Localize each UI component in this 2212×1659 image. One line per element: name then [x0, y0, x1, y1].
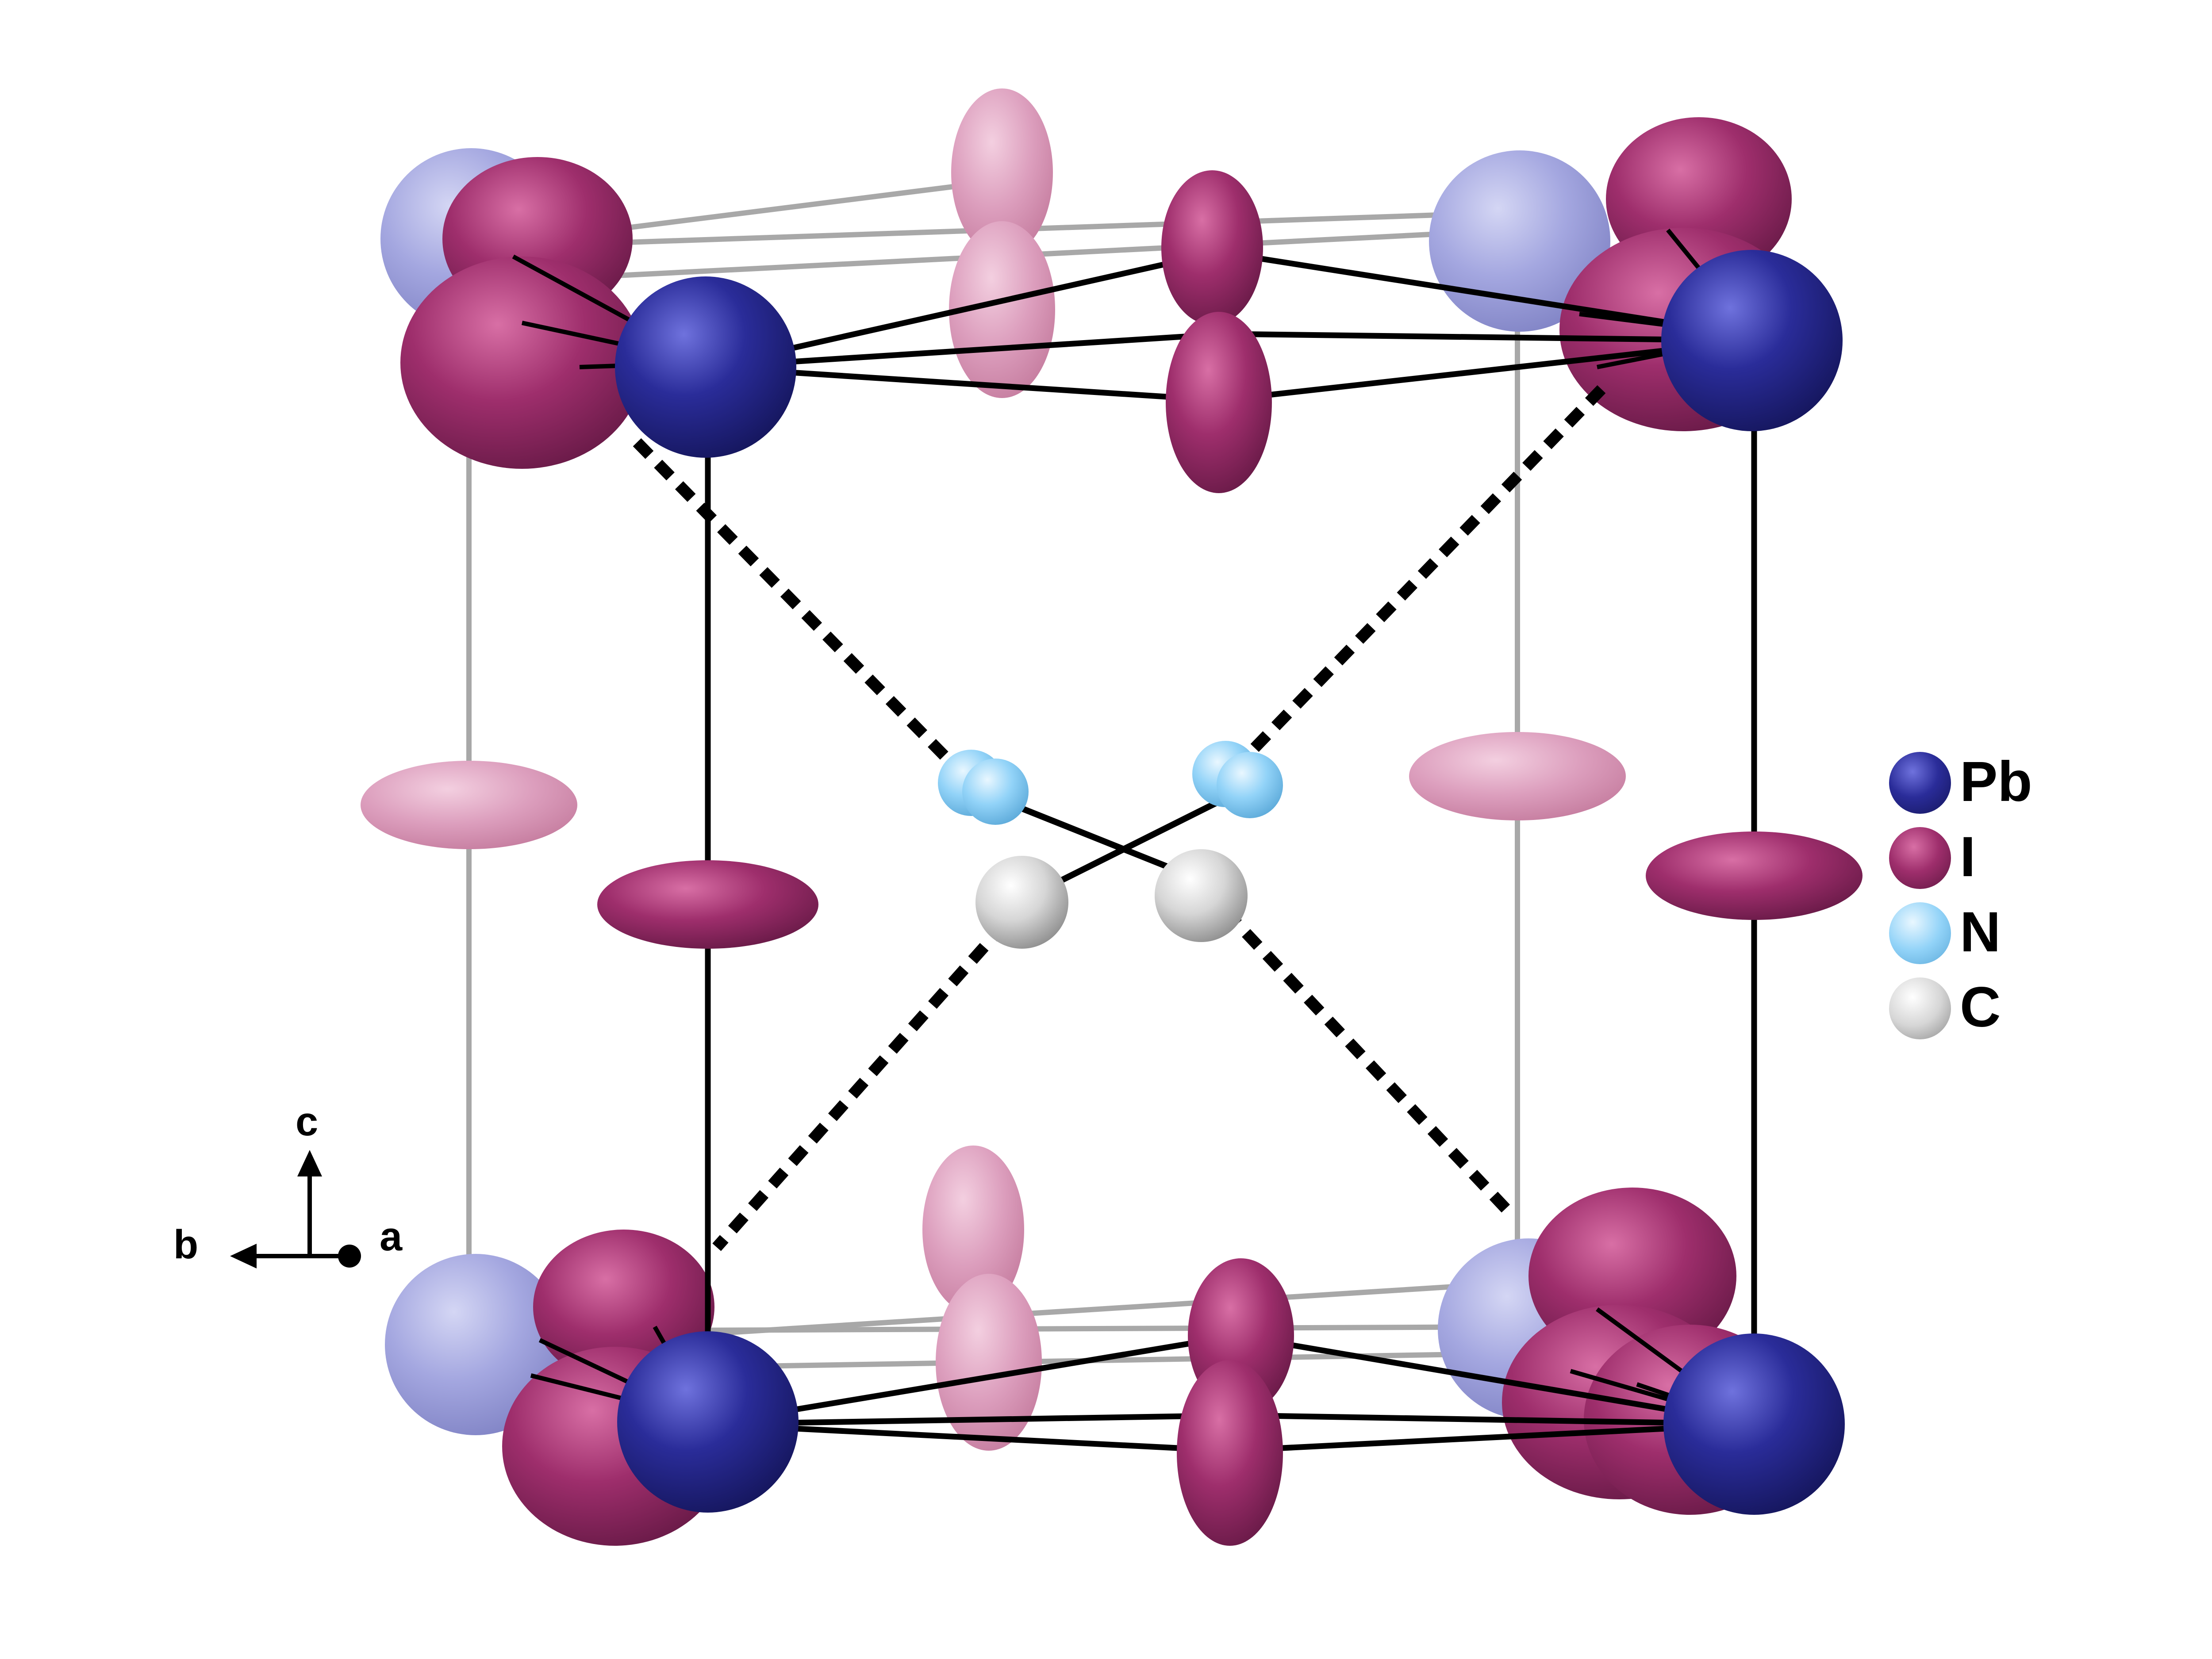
carbon-atom — [975, 856, 1068, 949]
carbon-swatch-icon — [1889, 977, 1951, 1039]
carbon-atom — [1155, 849, 1248, 942]
axis-label-c: c — [296, 1099, 319, 1144]
iodine-atom — [597, 860, 818, 949]
nitrogen-swatch-icon — [1889, 902, 1951, 964]
corner-iodine-clusters — [400, 117, 1807, 1546]
axis-label-b: b — [173, 1222, 199, 1267]
axis-label-a: a — [380, 1214, 403, 1259]
legend-label: N — [1960, 900, 2001, 964]
corner-lead-atoms — [615, 250, 1845, 1515]
lead-atom — [1663, 1333, 1845, 1515]
lead-swatch-icon — [1889, 752, 1951, 814]
legend-label: C — [1960, 976, 2001, 1039]
lead-atom — [1661, 250, 1843, 431]
lead-atom-faded — [385, 1254, 566, 1435]
iodine-atom-faded — [361, 761, 577, 849]
hydrogen-bond-dashes — [633, 385, 1606, 1251]
iodine-atom-faded — [1409, 732, 1626, 820]
edge-iodine-atoms — [597, 170, 1863, 1546]
legend-label: Pb — [1960, 750, 2032, 813]
iodine-atom-faded — [949, 221, 1055, 398]
axis-indicator — [230, 1150, 361, 1268]
nitrogen-atom — [962, 759, 1029, 825]
iodine-atom — [1161, 170, 1263, 325]
lead-atom — [615, 276, 796, 458]
iodine-atom — [1177, 1360, 1283, 1546]
legend-label: I — [1960, 825, 1976, 889]
iodine-swatch-icon — [1889, 827, 1951, 889]
iodine-atom-faded — [951, 88, 1053, 257]
iodine-atom-faded — [922, 1146, 1024, 1314]
methylammonium-atoms — [938, 741, 1283, 949]
iodine-atom — [1166, 312, 1272, 493]
lead-atom-faded — [1429, 150, 1610, 332]
iodine-atom — [1646, 831, 1863, 920]
nitrogen-atom — [1217, 752, 1283, 818]
iodine-atom-faded — [936, 1274, 1042, 1451]
lead-atom — [617, 1331, 799, 1513]
